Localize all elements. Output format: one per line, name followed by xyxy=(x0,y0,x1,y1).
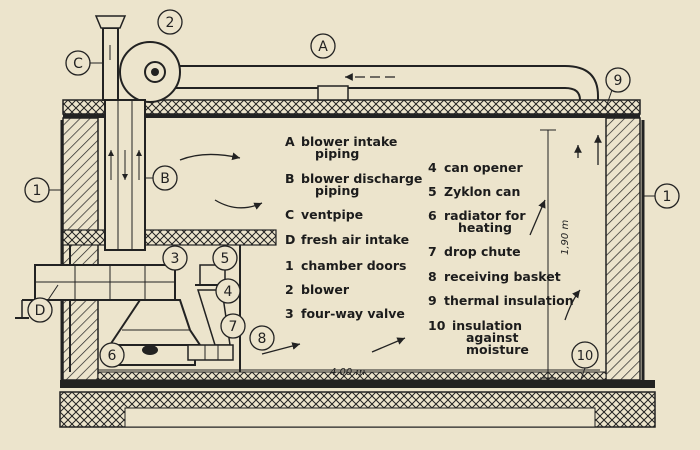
callout-4: 4 xyxy=(215,278,241,304)
callout-1-right: 1 xyxy=(643,183,680,209)
legend-key: 9 xyxy=(428,293,437,308)
svg-text:3: 3 xyxy=(171,251,180,267)
svg-text:6: 6 xyxy=(108,348,117,364)
legend-label: moisture xyxy=(466,342,529,357)
svg-text:8: 8 xyxy=(258,331,267,347)
blower-discharge-piping xyxy=(104,99,146,251)
legend-key: 2 xyxy=(285,282,294,297)
svg-text:1: 1 xyxy=(33,183,42,199)
legend-key: 3 xyxy=(285,306,294,321)
legend-label: chamber doors xyxy=(301,258,406,273)
svg-text:B: B xyxy=(160,171,170,187)
callout-B: B xyxy=(145,165,178,191)
blower-intake-piping xyxy=(170,65,599,101)
blower xyxy=(119,41,181,103)
callout-1-left: 1 xyxy=(24,177,62,203)
legend-label: heating xyxy=(458,220,512,235)
callout-C: C xyxy=(65,50,103,76)
chamber-walls xyxy=(60,99,645,381)
legend-label: drop chute xyxy=(444,244,521,259)
legend-key: 1 xyxy=(285,258,294,273)
svg-text:C: C xyxy=(73,56,83,72)
legend-label: ventpipe xyxy=(301,207,363,222)
callout-5: 5 xyxy=(212,245,238,271)
svg-text:10: 10 xyxy=(577,349,594,364)
callout-9: 9 xyxy=(604,67,631,111)
legend-key: D xyxy=(285,232,295,247)
callout-10: 10 xyxy=(571,341,599,383)
legend-key: 10 xyxy=(428,318,446,333)
four-way-valve xyxy=(15,264,176,319)
length-dimension: 4,00 m xyxy=(330,367,365,378)
callout-A: A xyxy=(310,33,336,59)
legend-key: A xyxy=(285,134,295,149)
legend-key: 8 xyxy=(428,269,437,284)
svg-text:7: 7 xyxy=(229,319,238,335)
legend-label: blower intake xyxy=(301,134,397,149)
legend-label: thermal insulation xyxy=(444,293,574,308)
legend-label: can opener xyxy=(444,160,523,175)
legend-label: fresh air intake xyxy=(301,232,409,247)
callout-6: 6 xyxy=(99,342,125,368)
legend-label: Zyklon can xyxy=(444,184,520,199)
legend-label: blower xyxy=(301,282,350,297)
svg-text:D: D xyxy=(35,303,46,319)
svg-text:2: 2 xyxy=(166,15,175,31)
legend-key: C xyxy=(285,207,294,222)
vent-pipe xyxy=(94,15,127,101)
callout-7: 7 xyxy=(220,313,246,339)
legend-label: piping xyxy=(315,183,359,198)
legend-label: piping xyxy=(315,146,359,161)
legend-label: insulation xyxy=(452,318,522,333)
legend-key: 6 xyxy=(428,208,437,223)
height-dimension: 1,90 m xyxy=(560,220,571,255)
svg-text:1: 1 xyxy=(663,189,672,205)
svg-text:A: A xyxy=(318,39,328,55)
callout-8: 8 xyxy=(249,325,275,351)
airflow-arrows xyxy=(179,135,602,355)
callout-3: 3 xyxy=(162,245,188,271)
legend-label: four-way valve xyxy=(301,306,405,321)
legend-label: blower discharge xyxy=(301,171,422,186)
legend-key: 7 xyxy=(428,244,437,259)
svg-text:4: 4 xyxy=(224,284,233,300)
dimension-lines xyxy=(98,129,600,380)
legend-label: receiving basket xyxy=(444,269,561,284)
legend-key: B xyxy=(285,171,295,186)
foundation xyxy=(59,380,656,428)
callout-2: 2 xyxy=(157,9,183,35)
legend-label: radiator for xyxy=(444,208,526,223)
legend-key: 4 xyxy=(428,160,437,175)
svg-text:9: 9 xyxy=(614,73,623,89)
callout-D: D xyxy=(27,284,59,323)
svg-text:5: 5 xyxy=(221,251,230,267)
legend-key: 5 xyxy=(428,184,437,199)
legend-label: against xyxy=(466,330,518,345)
